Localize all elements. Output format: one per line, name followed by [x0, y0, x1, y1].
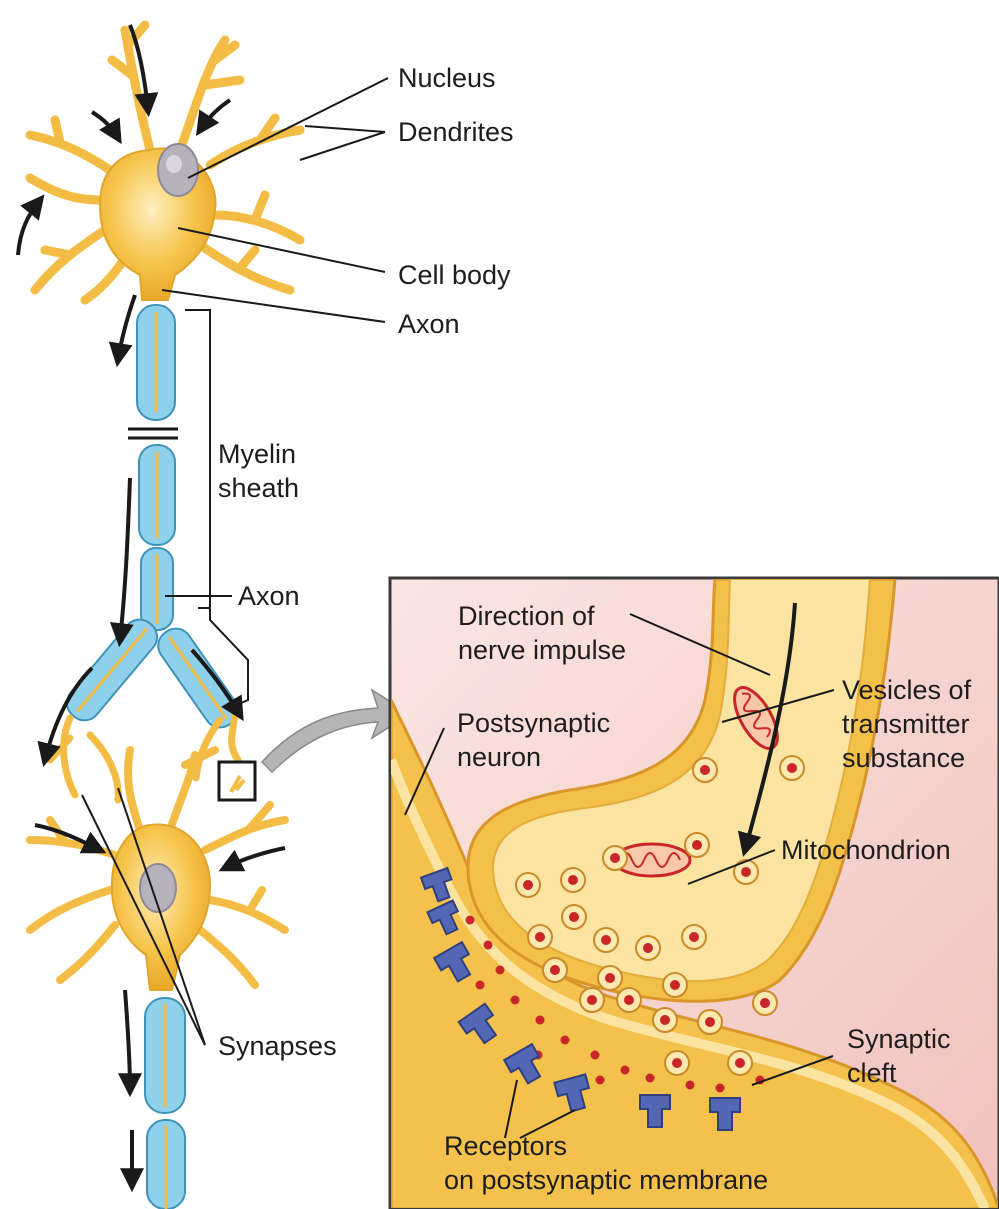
lower-neuron [30, 715, 285, 1209]
label-vesicles: Vesicles of transmitter substance [842, 673, 971, 775]
label-myelin-line1: Myelin [218, 437, 299, 471]
label-receptors-line2: on postsynaptic membrane [444, 1163, 768, 1197]
label-myelin-sheath: Myelin sheath [218, 437, 299, 505]
label-nucleus: Nucleus [398, 61, 496, 95]
label-synapses: Synapses [218, 1029, 337, 1063]
upper-neuron [30, 25, 300, 300]
magnify-callout-arrow [262, 690, 410, 772]
label-cell-body: Cell body [398, 258, 511, 292]
label-synaptic-cleft: Synaptic cleft [847, 1022, 951, 1090]
label-axon-top: Axon [398, 307, 460, 341]
label-postsynaptic-line2: neuron [457, 740, 610, 774]
label-receptors: Receptors on postsynaptic membrane [444, 1129, 768, 1197]
label-direction-of-impulse: Direction of nerve impulse [458, 599, 626, 667]
label-mitochondrion: Mitochondrion [781, 833, 951, 867]
label-direction-line2: nerve impulse [458, 633, 626, 667]
label-postsynaptic-neuron: Postsynaptic neuron [457, 706, 610, 774]
label-vesicles-line2: transmitter [842, 707, 971, 741]
label-direction-line1: Direction of [458, 599, 626, 633]
label-dendrites: Dendrites [398, 115, 514, 149]
label-receptors-line1: Receptors [444, 1129, 768, 1163]
label-vesicles-line3: substance [842, 741, 971, 775]
axon-terminals [50, 715, 238, 800]
label-postsynaptic-line1: Postsynaptic [457, 706, 610, 740]
label-cleft-line2: cleft [847, 1056, 951, 1090]
label-myelin-line2: sheath [218, 471, 299, 505]
label-axon-mid: Axon [238, 579, 300, 613]
label-cleft-line1: Synaptic [847, 1022, 951, 1056]
label-vesicles-line1: Vesicles of [842, 673, 971, 707]
